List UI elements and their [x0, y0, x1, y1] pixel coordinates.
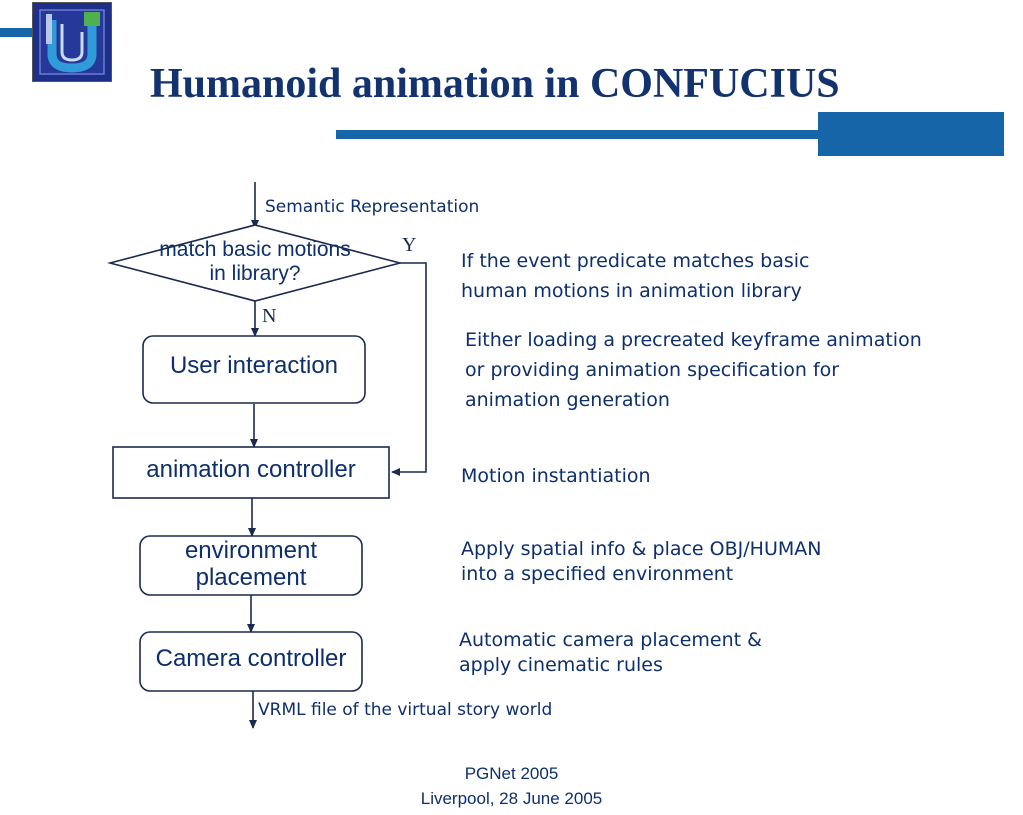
header-decoration: [0, 28, 1004, 156]
user-interaction-box: [142, 335, 366, 404]
footer-line2: Liverpool, 28 June 2005: [420, 789, 603, 808]
camera-controller-box: [139, 631, 363, 692]
title-underline-block: [818, 112, 1004, 156]
yes-branch-arrow: [391, 262, 427, 476]
animation-controller-box: [112, 446, 390, 499]
user-interaction-note-line1: Either loading a precreated keyframe ani…: [465, 329, 922, 351]
camera-note-line2: apply cinematic rules: [459, 654, 663, 676]
decision-note-line2: human motions in animation library: [461, 280, 802, 302]
title-underline-bar: [336, 130, 822, 139]
user-interaction-note-line2: or providing animation specification for: [465, 359, 840, 381]
decision-label-line2: in library?: [209, 261, 301, 285]
environment-placement-line1: environment: [184, 537, 318, 564]
footer-line1: PGNet 2005: [464, 764, 559, 783]
environment-note: Apply spatial info & place OBJ/HUMAN int…: [461, 537, 821, 587]
decision-label-line1: match basic motions: [159, 238, 351, 261]
environment-placement-label: environment placement: [140, 537, 362, 592]
no-label: N: [262, 305, 277, 327]
camera-note-line1: Automatic camera placement &: [459, 629, 762, 651]
slide-title: Humanoid animation in CONFUCIUS: [150, 61, 840, 107]
environment-note-line1: Apply spatial info & place OBJ/HUMAN: [461, 538, 822, 560]
decision-note-line1: If the event predicate matches basic: [461, 250, 810, 272]
slide-footer: PGNet 2005 Liverpool, 28 June 2005: [0, 761, 1023, 811]
camera-note: Automatic camera placement & apply cinem…: [459, 628, 762, 678]
decision-note: If the event predicate matches basic hum…: [461, 246, 810, 306]
environment-placement-line2: placement: [195, 563, 307, 591]
university-logo: [32, 2, 112, 82]
output-label: VRML file of the virtual story world: [258, 700, 553, 720]
environment-note-line2: into a specified environment: [461, 563, 734, 585]
yes-label: Y: [402, 234, 417, 256]
left-accent-bar: [0, 28, 34, 37]
input-label: Semantic Representation: [265, 197, 480, 217]
user-interaction-note-line3: animation generation: [465, 389, 670, 411]
animation-controller-label: animation controller: [146, 456, 356, 483]
user-interaction-note: Either loading a precreated keyframe ani…: [465, 325, 922, 415]
user-interaction-label: User interaction: [169, 352, 339, 379]
camera-controller-label: Camera controller: [155, 645, 347, 672]
animation-controller-note: Motion instantiation: [461, 465, 651, 487]
decision-label: match basic motions in library?: [120, 238, 390, 285]
